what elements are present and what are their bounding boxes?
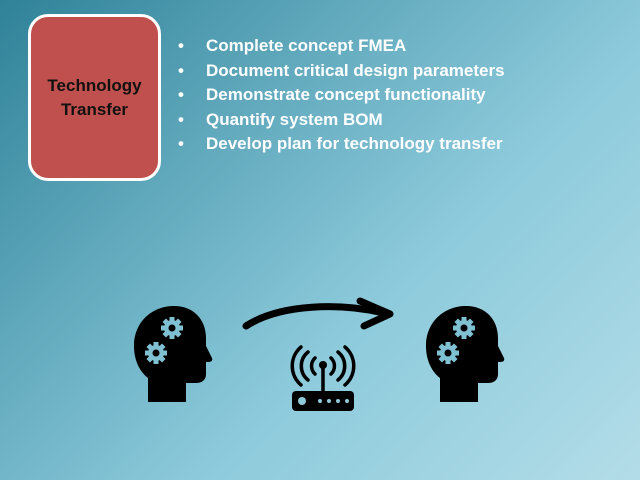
wireless-router-icon (290, 345, 356, 411)
curved-arrow-icon (242, 297, 394, 330)
bullet-list: Complete concept FMEA Document critical … (176, 35, 505, 158)
head-gears-icon (426, 304, 506, 404)
bullet-item: Quantify system BOM (176, 109, 505, 134)
head-gears-icon (134, 304, 214, 404)
title-box-label: Technology Transfer (47, 75, 142, 119)
bullet-item: Demonstrate concept functionality (176, 84, 505, 109)
bullet-item: Document critical design parameters (176, 60, 505, 85)
bullet-item: Develop plan for technology transfer (176, 133, 505, 158)
title-box: Technology Transfer (28, 14, 161, 181)
bullet-item: Complete concept FMEA (176, 35, 505, 60)
